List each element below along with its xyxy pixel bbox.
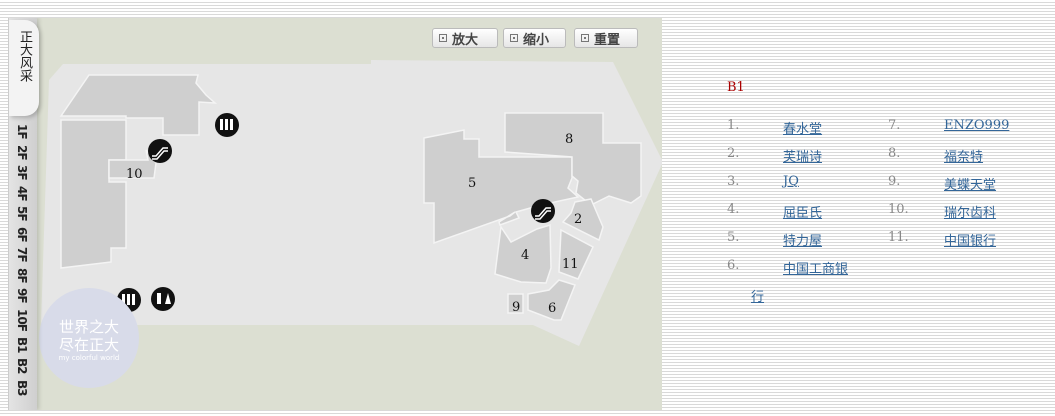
store-link[interactable]: 春水堂 <box>783 122 823 137</box>
store-4[interactable] <box>494 223 552 284</box>
map-canvas[interactable]: 10 5 8 2 4 11 9 6 <box>9 18 662 410</box>
floor-2f[interactable]: 2F <box>15 144 29 160</box>
restroom-icon <box>151 287 175 311</box>
zoom-out-button[interactable]: 缩小 <box>503 28 566 48</box>
reset-icon <box>581 34 589 42</box>
store-2[interactable] <box>561 198 604 242</box>
store-number: 5. <box>727 230 740 245</box>
store-5[interactable] <box>423 129 580 245</box>
zoom-out-icon <box>510 34 518 42</box>
logo: 世界之大 尽在正大 my colorful world <box>39 288 139 388</box>
floor-8f[interactable]: 8F <box>15 267 29 283</box>
floor-b2[interactable]: B2 <box>15 358 29 374</box>
store-9[interactable] <box>507 293 524 314</box>
store-number: 11. <box>888 230 909 245</box>
store-link[interactable]: 中国工商银 <box>783 262 849 277</box>
floor-b3[interactable]: B3 <box>15 379 29 396</box>
store-number: 2. <box>727 146 740 161</box>
store-number: 1. <box>727 118 740 133</box>
floor-3f[interactable]: 3F <box>15 165 29 180</box>
floor-4f[interactable]: 4F <box>15 185 29 201</box>
floor-b1[interactable]: B1 <box>15 336 29 353</box>
store-link[interactable]: 芙瑞诗 <box>783 150 823 165</box>
store-number: 10. <box>888 202 909 217</box>
map-label-6: 6 <box>548 301 556 316</box>
store-link[interactable]: JQ <box>783 174 799 189</box>
map-label-11: 11 <box>562 257 579 272</box>
map-label-5: 5 <box>468 176 476 191</box>
map-label-10: 10 <box>126 167 143 182</box>
floor-map[interactable]: 10 5 8 2 4 11 9 6 世界之大 尽在正大 my colorful … <box>8 18 662 410</box>
store-number: 6. <box>727 258 740 273</box>
zoom-in-icon <box>439 34 447 42</box>
store-link[interactable]: 瑞尔齿科 <box>944 206 997 221</box>
store-number: 8. <box>888 146 901 161</box>
store-number: 4. <box>727 202 740 217</box>
map-label-8: 8 <box>565 132 573 147</box>
store-10[interactable] <box>108 149 157 179</box>
map-label-9: 9 <box>512 300 520 315</box>
store-11[interactable] <box>558 228 594 280</box>
floor-5f[interactable]: 5F <box>15 206 29 221</box>
store-link[interactable]: 福奈特 <box>944 150 984 165</box>
floor-10f[interactable]: 10F <box>15 308 29 331</box>
store-number: 9. <box>888 174 901 189</box>
store-6[interactable] <box>527 279 576 321</box>
store-number: 7. <box>888 118 901 133</box>
escalator-icon <box>531 199 555 223</box>
floor-7f[interactable]: 7F <box>15 247 29 262</box>
tab-overview[interactable]: 正大风采 <box>9 20 39 116</box>
store-link[interactable]: 特力屋 <box>783 234 823 249</box>
store-link-wrap[interactable]: 行 <box>751 290 765 305</box>
floor-1f[interactable]: 1F <box>15 124 29 139</box>
store-number: 3. <box>727 174 740 189</box>
zoom-in-button[interactable]: 放大 <box>432 28 498 48</box>
escalator-icon <box>148 139 172 163</box>
store-link[interactable]: 屈臣氏 <box>783 206 823 221</box>
store-8[interactable] <box>504 112 642 206</box>
floor-title: B1 <box>727 80 745 95</box>
store-link[interactable]: 中国银行 <box>944 234 997 249</box>
reset-button[interactable]: 重置 <box>574 28 638 48</box>
store-top-left <box>59 74 218 136</box>
store-link[interactable]: ENZO999 <box>944 118 1010 133</box>
restroom-icon <box>215 113 239 137</box>
floor-6f[interactable]: 6F <box>15 226 29 242</box>
map-label-2: 2 <box>574 212 582 227</box>
store-left <box>60 119 127 269</box>
map-label-4: 4 <box>521 248 529 263</box>
store-link[interactable]: 美蝶天堂 <box>944 178 997 193</box>
floor-9f[interactable]: 9F <box>15 288 29 303</box>
